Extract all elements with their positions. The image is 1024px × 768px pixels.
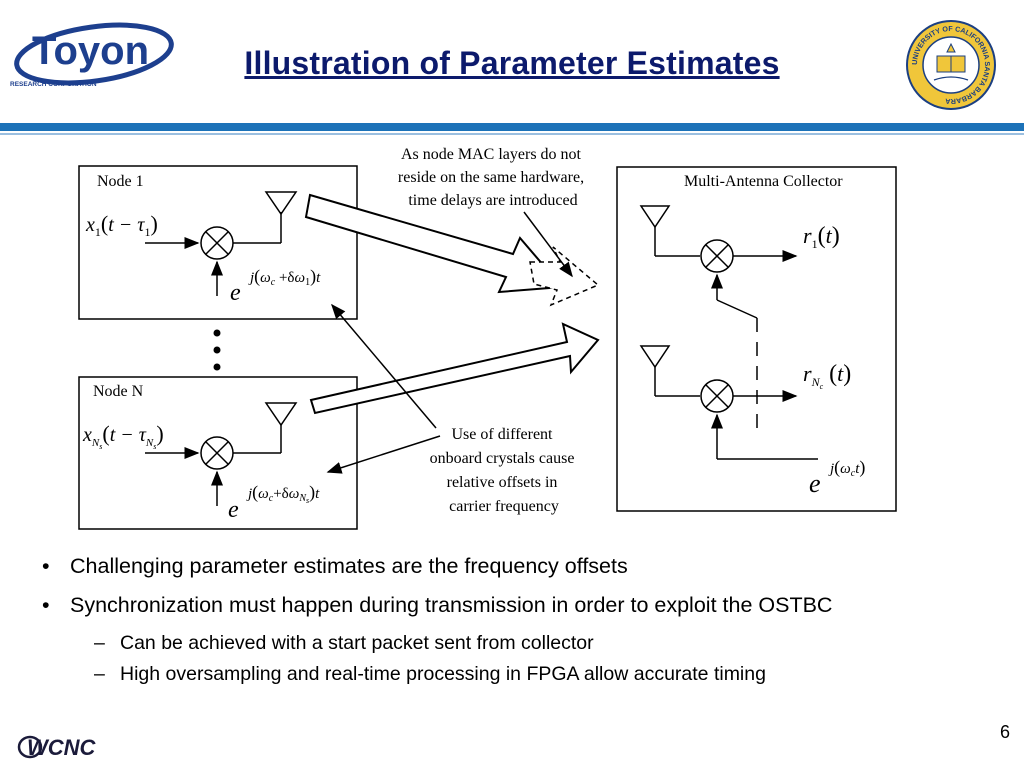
node1-signal: x1(t − τ1) <box>85 211 158 239</box>
wcnc-logo: WCNC <box>17 735 97 760</box>
nodeN-carrier: e <box>228 497 239 523</box>
bullet-icon: • <box>42 554 50 578</box>
delayed-arrow-ghost <box>529 246 600 307</box>
header-rule <box>0 123 1024 131</box>
sub-bullet-item: – Can be achieved with a start packet se… <box>94 632 1002 655</box>
header-rule-thin <box>0 133 1024 135</box>
node1-transmit-arrow <box>304 193 565 294</box>
sub-bullet-text: High oversampling and real-time processi… <box>120 663 766 685</box>
nodeN-signal: xNs(t − τNs) <box>82 421 164 451</box>
svg-text:RESEARCH CORPORATION: RESEARCH CORPORATION <box>10 81 97 88</box>
bullet-text: Synchronization must happen during trans… <box>70 593 833 617</box>
note-mac: As node MAC layers do not reside on the … <box>398 146 588 209</box>
collector-label: Multi-Antenna Collector <box>684 173 843 190</box>
svg-text:Toyon: Toyon <box>32 29 149 73</box>
collector-box <box>616 166 897 512</box>
svg-text:WCNC: WCNC <box>27 735 97 760</box>
slide-title: Illustration of Parameter Estimates <box>244 45 780 81</box>
nodeN-box <box>78 376 358 530</box>
toyon-logo: Toyon RESEARCH CORPORATION <box>10 22 174 88</box>
collector-outputN: rNc (t) <box>803 361 851 391</box>
dash-icon: – <box>94 663 105 685</box>
node1-carrier: e <box>230 280 241 306</box>
nodeN-transmit-arrow <box>309 322 600 415</box>
bullet-item: • Challenging parameter estimates are th… <box>42 554 1002 579</box>
collector-output1: r1(t) <box>803 223 840 251</box>
note-crystal: Use of different onboard crystals cause … <box>430 426 579 515</box>
bullet-list: • Challenging parameter estimates are th… <box>42 554 1002 694</box>
bullet-text: Challenging parameter estimates are the … <box>70 554 628 578</box>
bullet-icon: • <box>42 593 50 617</box>
svg-text:j(ωct): j(ωct) <box>828 457 865 479</box>
nodeN-label: Node N <box>93 383 144 400</box>
uc-seal-logo: UNIVERSITY OF CALIFORNIA SANTA BARBARA <box>906 20 996 110</box>
nodeN-antenna-icon <box>264 402 298 427</box>
sub-bullet-text: Can be achieved with a start packet sent… <box>120 632 594 654</box>
page-number: 6 <box>999 722 1010 742</box>
bullet-item: • Synchronization must happen during tra… <box>42 593 1002 618</box>
collector-antennaN-icon <box>639 345 671 369</box>
collector-carrier: e <box>809 469 821 498</box>
svg-text:j(ωc +δω1)t: j(ωc +δω1)t <box>248 266 321 288</box>
svg-text:j(ωc+δωNs)t: j(ωc+δωNs)t <box>246 482 320 505</box>
node1-box <box>78 165 358 320</box>
dash-icon: – <box>94 632 105 654</box>
node1-antenna-icon <box>264 191 298 216</box>
sub-bullet-item: – High oversampling and real-time proces… <box>94 663 1002 686</box>
node1-label: Node 1 <box>97 173 144 190</box>
collector-antenna1-icon <box>639 205 671 229</box>
